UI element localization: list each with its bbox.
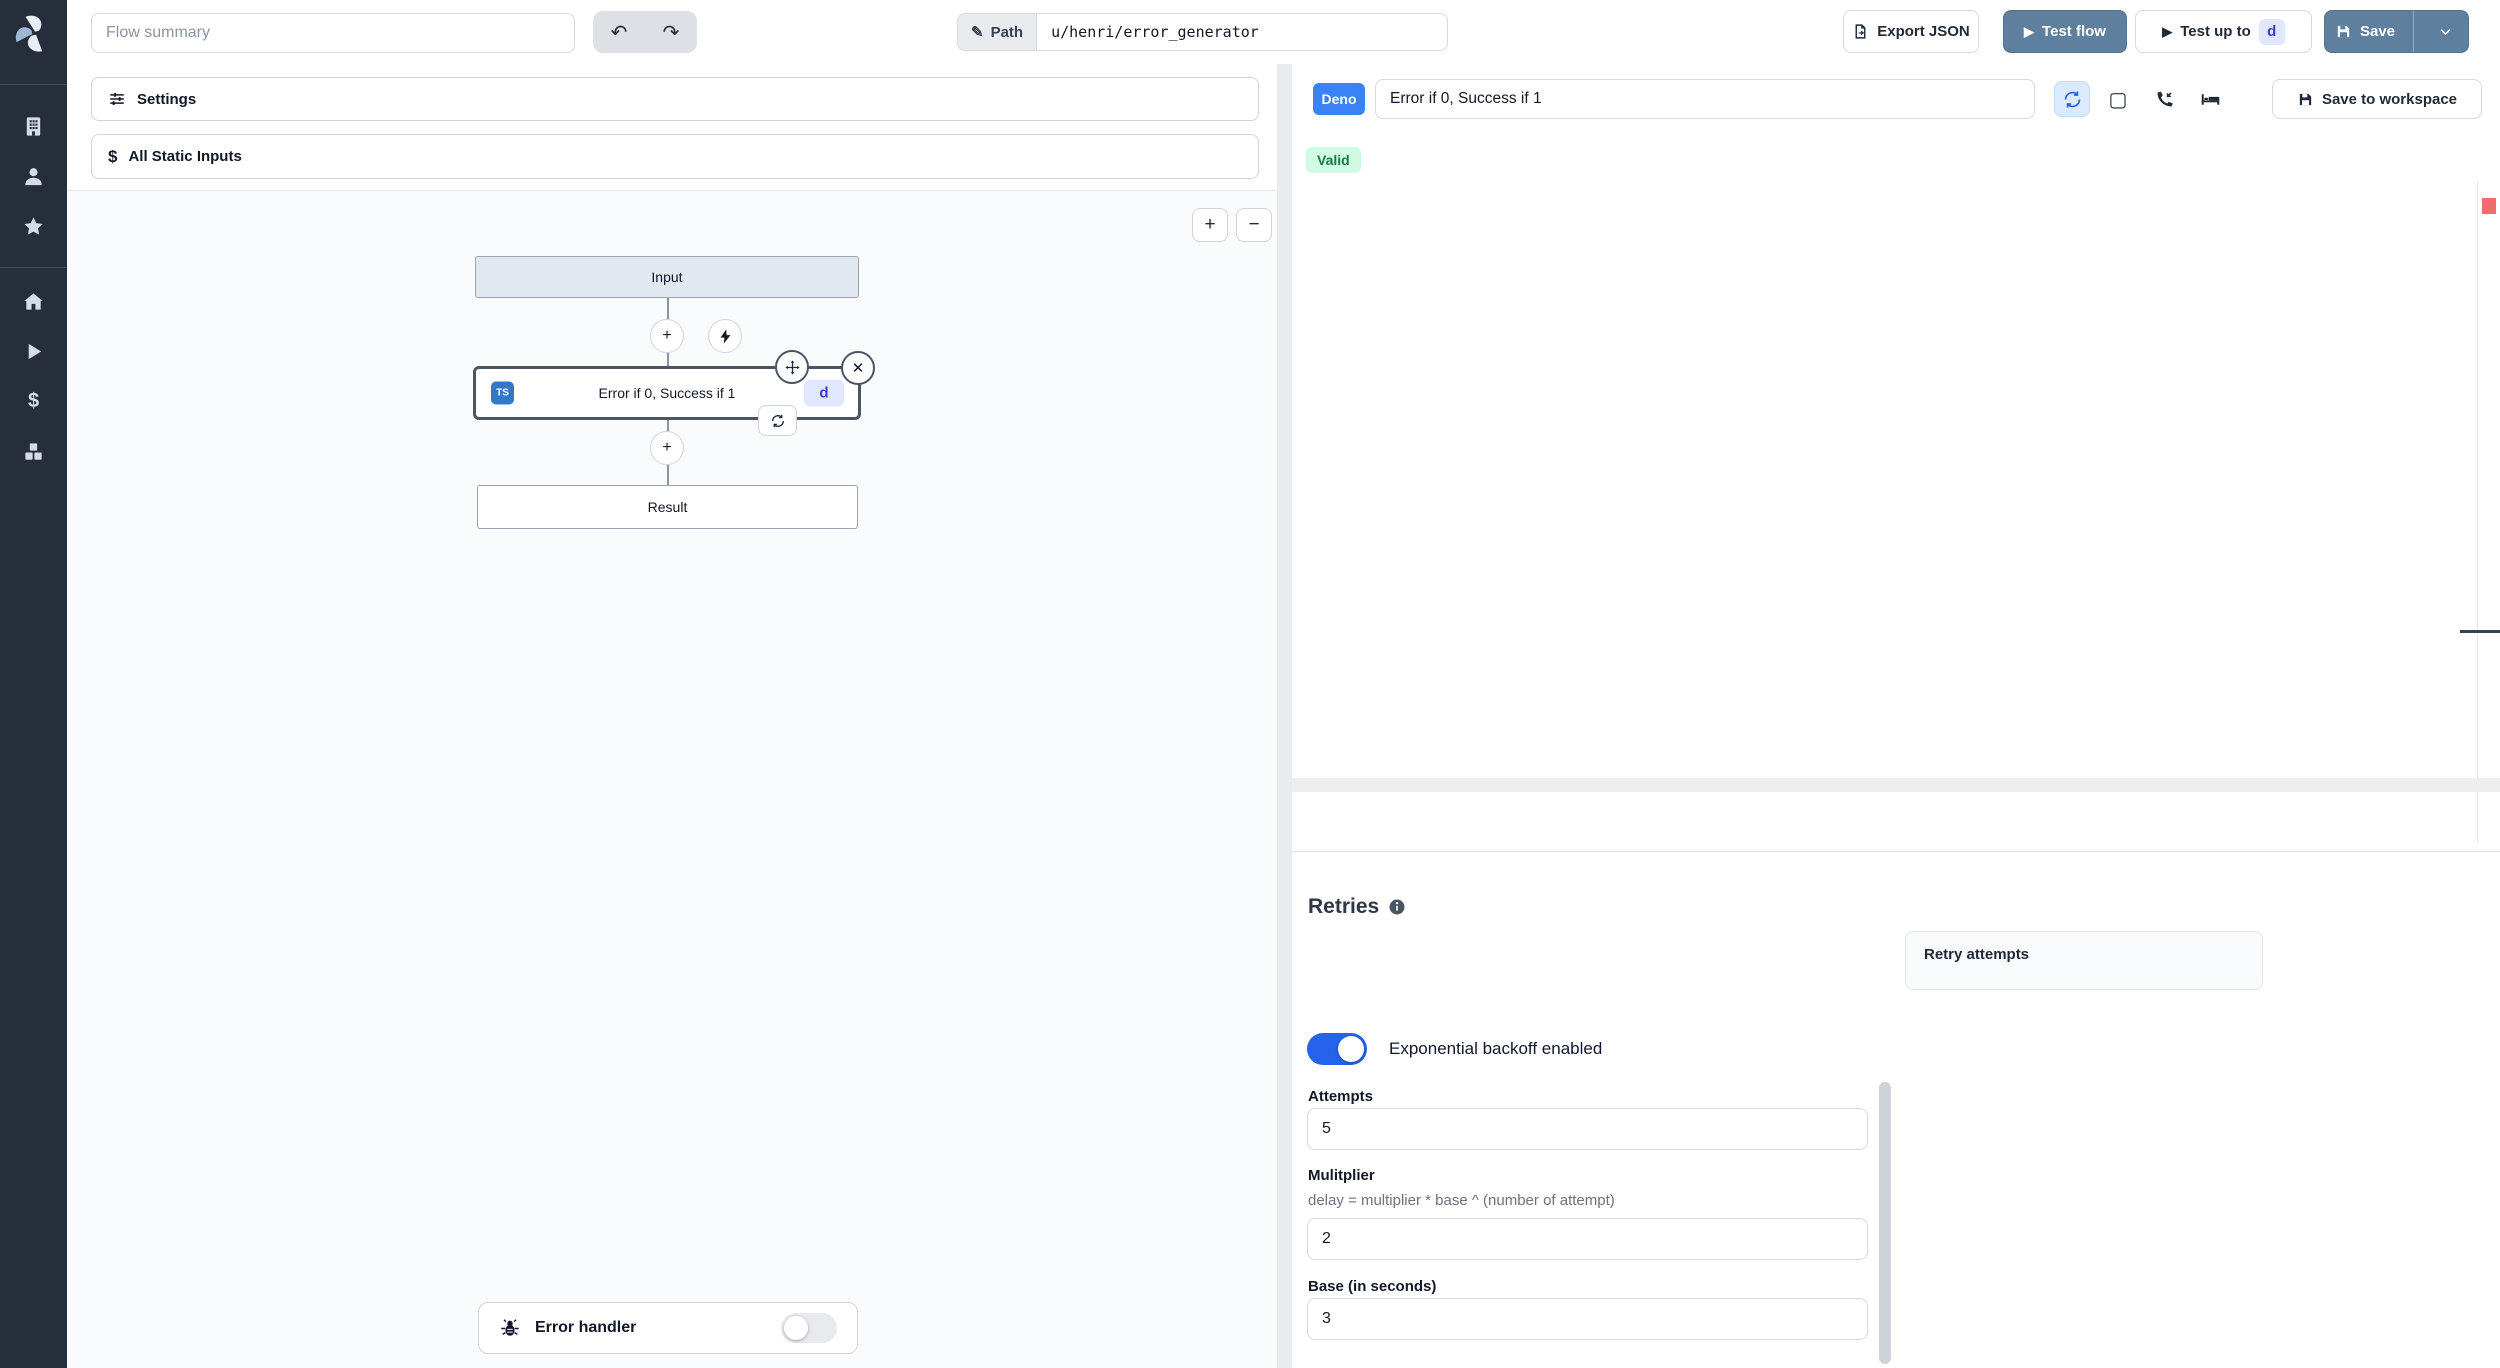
panel-divider[interactable] <box>1292 778 2500 792</box>
close-icon: ✕ <box>851 360 865 377</box>
trigger-bolt-button[interactable] <box>708 319 742 353</box>
path-input[interactable] <box>1036 13 1449 51</box>
test-flow-button[interactable]: ▶ Test flow <box>2003 10 2127 53</box>
save-icon <box>2337 25 2350 38</box>
base-input[interactable] <box>1307 1298 1868 1340</box>
chevron-down-icon <box>2440 29 2450 36</box>
retry-cycle-icon <box>2064 90 2080 108</box>
bed-icon <box>2201 93 2219 105</box>
content-scrollbar[interactable] <box>1879 1082 1891 1364</box>
flow-settings-box[interactable]: Settings <box>91 77 1259 121</box>
sidebar-user-icon[interactable] <box>0 151 67 201</box>
square-icon: ▢ <box>2108 88 2128 111</box>
phone-incoming-icon <box>2157 91 2173 106</box>
sidebar-resources-cubes-icon[interactable] <box>0 426 67 476</box>
play-icon: ▶ <box>2162 23 2173 39</box>
info-icon[interactable] <box>1388 898 1406 916</box>
sidebar-workspace-building-icon[interactable] <box>0 101 67 151</box>
retries-toggle-button[interactable] <box>2054 81 2090 117</box>
sidebar-variables-dollar-icon[interactable]: $ <box>27 389 40 412</box>
save-dropdown-button[interactable] <box>2422 24 2468 39</box>
valid-badge: Valid <box>1306 147 1361 173</box>
retry-attempts-heading: Retry attempts <box>1924 946 2030 963</box>
backoff-label: Exponential backoff enabled <box>1389 1039 1603 1058</box>
pencil-icon: ✎ <box>971 24 984 41</box>
attempts-label: Attempts <box>1308 1088 1374 1105</box>
multiplier-help: delay = multiplier * base ^ (number of a… <box>1308 1192 1615 1209</box>
zoom-out-button[interactable]: − <box>1236 208 1272 242</box>
save-to-workspace-button[interactable]: Save to workspace <box>2272 79 2482 119</box>
sidebar-runs-play-icon[interactable] <box>0 326 67 376</box>
sidebar-star-icon[interactable] <box>0 201 67 251</box>
typescript-badge: TS <box>491 381 514 405</box>
multiplier-input[interactable] <box>1307 1218 1868 1260</box>
advanced-subtabs <box>1292 852 2500 912</box>
error-handler-box[interactable]: Error handler <box>478 1302 858 1354</box>
input-node[interactable]: Input <box>475 256 859 298</box>
base-label: Base (in seconds) <box>1308 1278 1437 1295</box>
retry-cycle-icon <box>771 414 784 427</box>
early-stop-button[interactable]: ▢ <box>2100 81 2136 117</box>
redo-button[interactable]: ↷ <box>662 21 680 44</box>
multiplier-label: Mulitplier <box>1308 1167 1375 1184</box>
flow-panel: Settings $ All Static Inputs + − Input +… <box>67 64 1277 1368</box>
code-editor[interactable] <box>1292 182 2500 842</box>
cursor-line-marker <box>2460 630 2500 633</box>
move-step-button[interactable] <box>775 350 809 384</box>
step-tabs <box>1292 792 2500 852</box>
sidebar-divider <box>0 84 67 85</box>
test-up-to-button[interactable]: ▶ Test up to d <box>2135 10 2312 53</box>
export-icon <box>1855 24 1866 39</box>
backoff-row: Exponential backoff enabled <box>1307 1033 1602 1065</box>
zoom-in-button[interactable]: + <box>1192 208 1228 242</box>
path-label: ✎ Path <box>957 13 1037 51</box>
step-id-badge: d <box>2258 18 2285 45</box>
move-icon <box>784 359 800 375</box>
windmill-logo-icon[interactable] <box>13 12 55 54</box>
step-node-title: Error if 0, Success if 1 <box>598 385 736 401</box>
sleep-button[interactable] <box>2192 81 2228 117</box>
step-id-badge: d <box>804 379 844 407</box>
deno-language-badge: Deno <box>1313 83 1365 115</box>
flow-summary-input[interactable] <box>91 13 575 53</box>
add-step-button[interactable]: + <box>650 319 684 353</box>
flow-canvas[interactable]: + − Input + TS Error if 0, Success if 1 … <box>67 190 1277 1368</box>
retry-attempts-panel: Retry attempts <box>1905 931 2263 990</box>
sidebar-home-icon[interactable] <box>0 276 67 326</box>
save-button[interactable]: Save <box>2324 10 2469 53</box>
sliders-icon <box>110 93 124 105</box>
step-editor-panel: Deno ▢ Save to work <box>1292 64 2500 1368</box>
all-static-inputs-box[interactable]: $ All Static Inputs <box>91 134 1259 179</box>
add-step-button[interactable]: + <box>650 431 684 465</box>
delete-step-button[interactable]: ✕ <box>841 351 875 385</box>
dollar-icon: $ <box>108 146 118 166</box>
step-retries-chip[interactable] <box>758 405 797 436</box>
step-title-input[interactable] <box>1375 79 2035 119</box>
editor-overview-ruler <box>2477 182 2478 842</box>
attempts-input[interactable] <box>1307 1108 1868 1150</box>
pane-splitter[interactable] <box>1277 64 1292 1368</box>
error-marker <box>2482 198 2496 214</box>
error-handler-toggle[interactable] <box>781 1313 837 1343</box>
sidebar-divider <box>0 267 67 268</box>
topbar: ↶ ↷ ✎ Path Export JSON ▶ Test flow ▶ Tes… <box>67 0 2500 65</box>
export-json-button[interactable]: Export JSON <box>1843 10 1979 53</box>
undo-redo-group: ↶ ↷ <box>593 11 697 53</box>
retries-heading: Retries <box>1308 895 1406 919</box>
undo-button[interactable]: ↶ <box>610 21 628 44</box>
app-sidebar: $ <box>0 0 67 1368</box>
save-icon <box>2299 93 2312 105</box>
bug-icon <box>501 1319 519 1336</box>
exponential-backoff-toggle[interactable] <box>1307 1033 1367 1065</box>
play-icon: ▶ <box>2024 23 2035 39</box>
result-node[interactable]: Result <box>477 485 858 529</box>
path-field: ✎ Path <box>957 13 1449 51</box>
editor-toolbar: Valid <box>1292 138 2500 183</box>
suspend-button[interactable] <box>2146 81 2182 117</box>
bolt-icon <box>720 328 730 344</box>
button-divider <box>2413 11 2414 52</box>
